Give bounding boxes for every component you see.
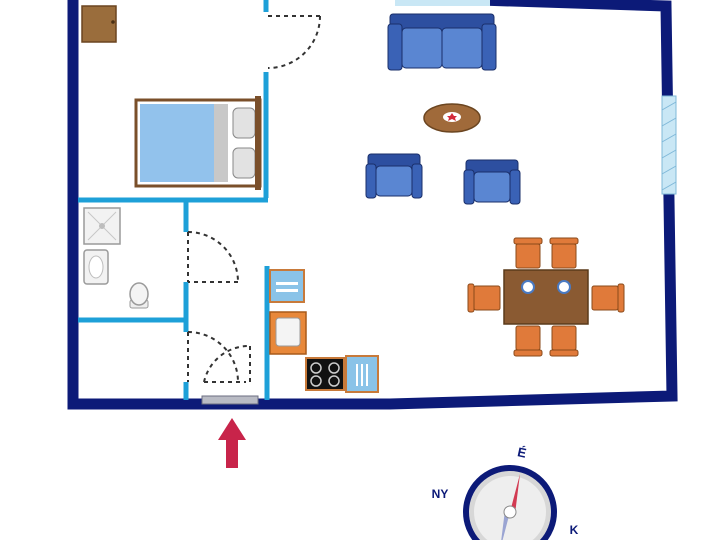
door-swing-icon: [267, 15, 321, 69]
dish-rack-icon: [269, 269, 305, 303]
chair-icon: [467, 283, 501, 313]
kitchen-sink-icon: [269, 311, 307, 355]
chair-icon: [549, 237, 579, 269]
dining-table-icon: [503, 269, 589, 325]
chair-icon: [549, 325, 579, 357]
door-swing-entrance-icon: [203, 344, 251, 383]
door-swing-bathroom-icon: [187, 231, 239, 283]
armchair-icon: [365, 153, 423, 199]
window-top-icon: [395, 0, 490, 6]
coffee-table-icon: [423, 103, 481, 133]
sofa-icon: [387, 13, 497, 71]
window-icon: [661, 95, 677, 195]
door-swing-closet-icon: [187, 331, 239, 383]
sink-icon: [83, 249, 109, 285]
chair-icon: [591, 283, 625, 313]
toilet-icon: [129, 282, 149, 309]
compass-needle-north: [510, 474, 520, 514]
inner-walls: [78, 0, 270, 400]
armchair-icon: [463, 159, 521, 205]
compass-label-east: K: [570, 523, 579, 537]
chair-icon: [513, 237, 543, 269]
bed-icon: [134, 96, 262, 190]
stove-icon: [305, 357, 345, 391]
entrance-threshold: [201, 395, 259, 405]
compass-icon: É NY K: [432, 444, 579, 540]
wardrobe-icon: [81, 5, 117, 43]
chair-icon: [513, 325, 543, 357]
shower-icon: [83, 207, 121, 245]
entrance-arrow-icon: [218, 418, 246, 468]
cutlery-drawer-icon: [345, 355, 379, 393]
compass-label-north: É: [516, 444, 528, 461]
compass-label-west: NY: [432, 487, 449, 501]
outer-walls: [67, 0, 678, 410]
